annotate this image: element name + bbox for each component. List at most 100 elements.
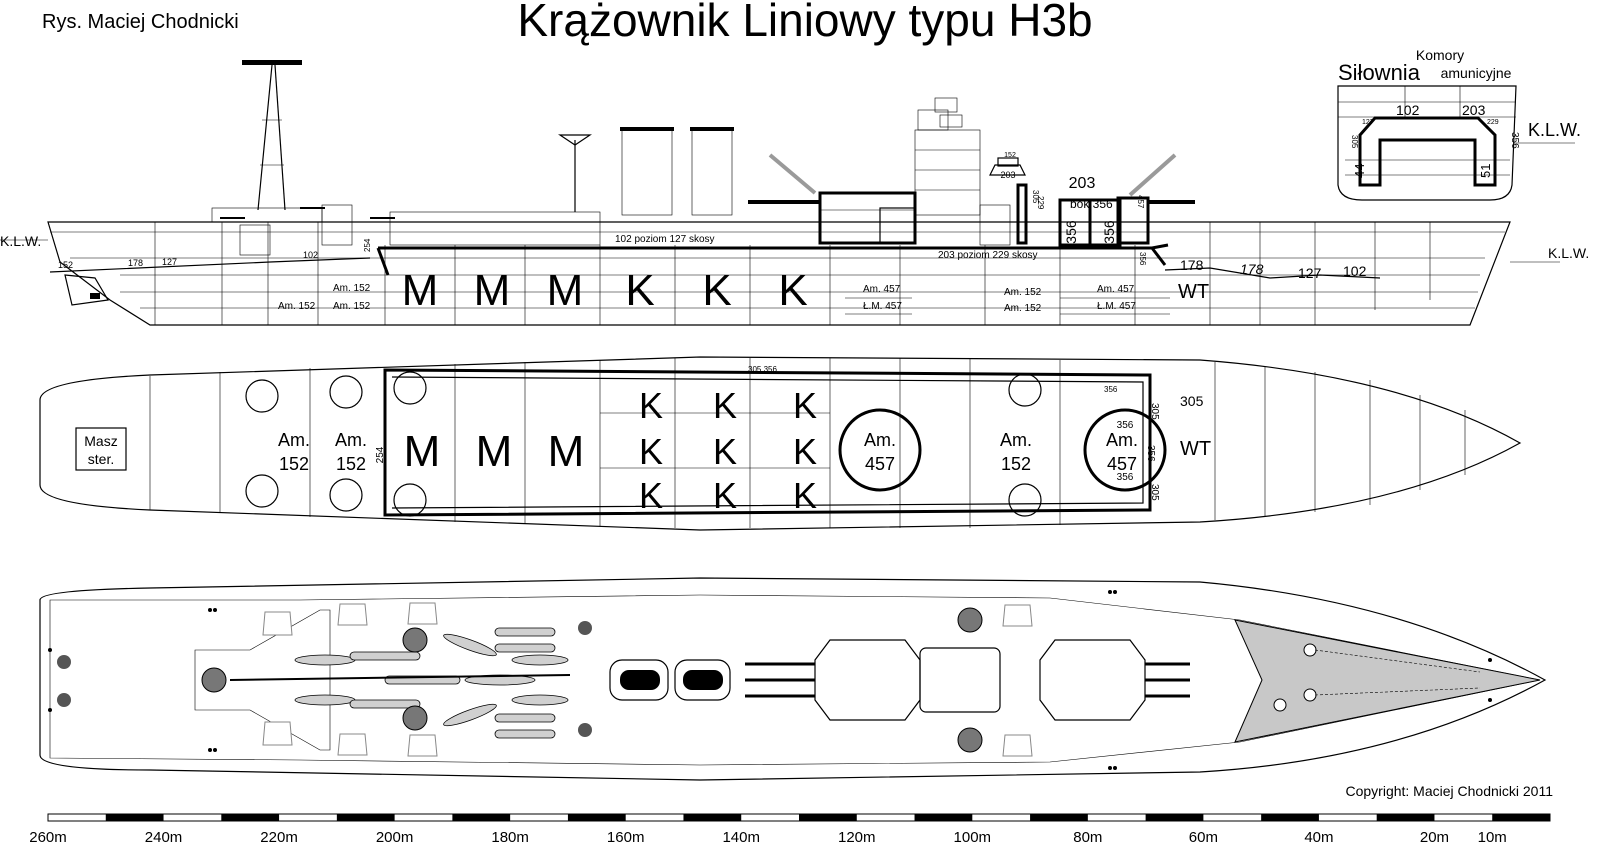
plan-k-3: K — [793, 385, 817, 426]
profile-compartment-k1: K — [625, 266, 654, 315]
scale-label: 100m — [954, 829, 992, 846]
profile-belt-127-bow: 127 — [162, 257, 177, 267]
profile-am152-d: Am. 152 — [1004, 287, 1042, 298]
profile-compartment-m1: M — [402, 266, 439, 315]
section-label-engine: Siłownia — [1338, 60, 1421, 85]
waterline-label-left: K.L.W. — [0, 233, 41, 249]
cross-section: Siłownia Komory amunicyjne 102 203 305 1… — [1337, 47, 1581, 201]
plan-356-bottom: 356 — [1117, 472, 1134, 483]
plan-wt: WT — [1180, 438, 1211, 460]
profile-belt-127: 127 — [1298, 265, 1322, 281]
scale-label: 220m — [260, 829, 298, 846]
scale-segment — [1376, 814, 1435, 821]
scale-segment — [1261, 814, 1319, 821]
section-label-magazine-1: Komory — [1416, 47, 1464, 63]
plan-152-1: 152 — [279, 454, 309, 474]
profile-254: 254 — [363, 238, 372, 252]
plan-k-8: K — [713, 475, 737, 516]
profile-belt-178-bow: 178 — [128, 258, 143, 268]
scale-segment — [914, 814, 973, 821]
armour-plan: Masz ster. Am. 152 Am. 152 Am. 152 Am. 4… — [39, 356, 1522, 531]
plan-152-2: 152 — [336, 454, 366, 474]
profile-356b: 356 — [1101, 220, 1117, 244]
scale-segment — [1145, 814, 1204, 821]
profile-belt-178b: 178 — [1240, 261, 1264, 277]
plan-masz-1: Masz — [84, 433, 117, 449]
plan-barbette-457-fwd — [1083, 408, 1167, 492]
scale-label: 160m — [607, 829, 645, 846]
page-title: Krążownik Liniowy typu H3b — [517, 0, 1092, 46]
section-label-magazine-2: amunicyjne — [1441, 65, 1512, 81]
section-deck-203: 203 — [1462, 102, 1486, 118]
profile-hull — [47, 221, 1511, 326]
scale-label: 40m — [1304, 829, 1333, 846]
plan-k-5: K — [713, 431, 737, 472]
profile-am457-a: Am. 457 — [863, 284, 901, 295]
scale-label: 180m — [491, 829, 529, 846]
plan-356-side: 356 — [1145, 445, 1156, 462]
plan-m-2: M — [476, 427, 513, 476]
profile-frames — [154, 222, 1431, 325]
profile-belt-178a: 178 — [1180, 257, 1204, 273]
scale-bar — [47, 813, 1551, 822]
profile-deck-note-aft: 203 poziom 229 skosy — [938, 250, 1038, 261]
section-deck-102: 102 — [1396, 102, 1420, 118]
section-klw: K.L.W. — [1528, 120, 1581, 140]
plan-k-4: K — [639, 431, 663, 472]
profile-457: 457 — [1136, 195, 1145, 209]
plan-457-2: 457 — [1107, 454, 1137, 474]
plan-254: 254 — [375, 446, 386, 463]
section-belt-127: 127 — [1362, 119, 1374, 126]
profile-am152-a: Am. 152 — [333, 283, 371, 294]
copyright: Copyright: Maciej Chodnicki 2011 — [1345, 783, 1553, 799]
scale-label: 80m — [1073, 829, 1102, 846]
profile-am152-b: Am. 152 — [278, 301, 316, 312]
profile-lm457-a: Ł.M. 457 — [863, 301, 902, 312]
scale-segment — [452, 814, 511, 821]
plan-305-356: 305 356 — [748, 365, 777, 374]
scale-segment — [221, 814, 280, 821]
scale-segment — [336, 814, 395, 821]
forecastle — [1234, 619, 1541, 743]
profile-356c: 356 — [1138, 252, 1147, 266]
profile-compartment-k3: K — [778, 266, 807, 315]
profile-am457-b: Am. 457 — [1097, 284, 1135, 295]
plan-am-2: Am. — [335, 430, 367, 450]
profile-356a: 356 — [1063, 220, 1079, 244]
plan-am-1: Am. — [278, 430, 310, 450]
deck-hull — [39, 577, 1547, 781]
profile-203-small: 203 — [1000, 170, 1015, 180]
profile-compartment-k2: K — [702, 266, 731, 315]
profile-305: 305 — [1031, 190, 1040, 204]
profile-wt: WT — [1178, 281, 1209, 303]
plan-m-3: M — [548, 427, 585, 476]
scale-segment — [1492, 814, 1550, 821]
rudder — [64, 274, 109, 306]
section-belt-356: 356 — [1509, 132, 1520, 149]
plan-am-4: Am. — [864, 430, 896, 450]
plan-k-2: K — [713, 385, 737, 426]
section-citadel — [1358, 116, 1497, 187]
profile-belt-102-bow: 102 — [303, 250, 318, 260]
profile-compartment-m2: M — [474, 266, 511, 315]
plan-barbette-457-aft — [838, 408, 922, 492]
plan-k-1: K — [639, 385, 663, 426]
scale-segment — [567, 814, 626, 821]
scale-segment — [105, 814, 164, 821]
side-profile: 152 203 203 bok 356 356 356 305 229 457 … — [0, 60, 1589, 326]
scale-label: 120m — [838, 829, 876, 846]
plan-m-1: M — [404, 427, 441, 476]
plan-356-deck: 356 — [1104, 385, 1118, 394]
section-belt-305: 305 — [1350, 135, 1359, 149]
plan-am-3: Am. — [1000, 430, 1032, 450]
plan-356-top: 356 — [1117, 420, 1134, 431]
plan-305-vertical-1: 305 — [1149, 403, 1160, 420]
profile-229: 229 — [1036, 196, 1045, 210]
plan-k-6: K — [793, 431, 817, 472]
plan-k-7: K — [639, 475, 663, 516]
scale-segment — [1030, 814, 1088, 821]
plan-152-3: 152 — [1001, 454, 1031, 474]
scale-label: 200m — [376, 829, 414, 846]
profile-am152-c: Am. 152 — [333, 301, 371, 312]
